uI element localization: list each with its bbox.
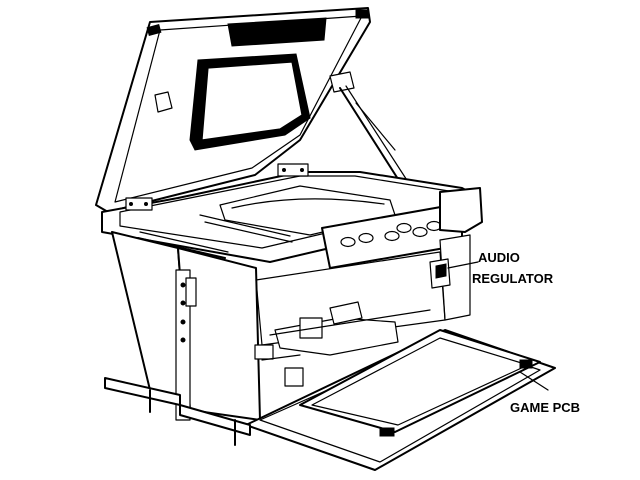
game-pcb-board [299,329,541,437]
game-pcb-label: GAME PCB [510,400,581,415]
internal-components [254,301,431,387]
cabinet-base [104,377,251,446]
control-panel [321,204,463,269]
monitor-window [189,53,311,151]
game-pcb-leader [519,371,549,391]
cabinet-body [111,231,471,421]
audio-regulator-leader [447,261,479,269]
audio-regulator-label-line-1: AUDIO [478,250,520,265]
lid-support-arm [329,71,413,191]
cabinet-right-end [439,187,483,233]
audio-regulator-label-line-2: REGULATOR [472,271,554,286]
audio-regulator-unit [429,258,451,289]
